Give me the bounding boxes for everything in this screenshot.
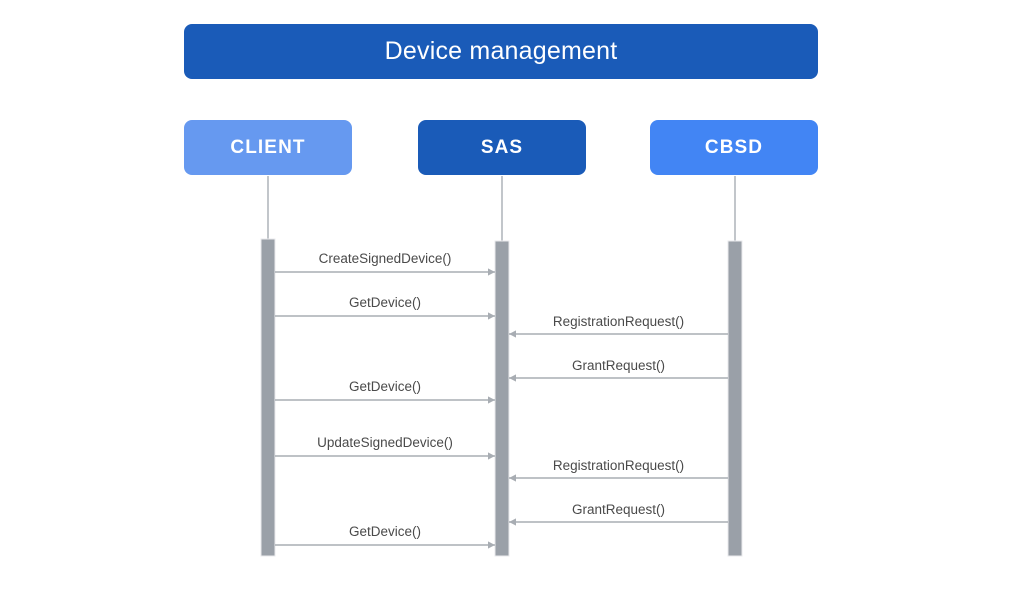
message-arrowhead-5 xyxy=(488,452,495,460)
message-label-8: GetDevice() xyxy=(349,524,421,539)
diagram-title-banner: Device management xyxy=(184,24,818,79)
message-label-3: GrantRequest() xyxy=(572,358,665,373)
message-0: CreateSignedDevice() xyxy=(275,251,495,276)
message-layer: CreateSignedDevice() GetDevice() Registrat… xyxy=(275,251,728,549)
participant-label-client: CLIENT xyxy=(230,136,306,158)
message-label-0: CreateSignedDevice() xyxy=(319,251,452,266)
message-6: RegistrationRequest() xyxy=(509,458,728,482)
message-arrowhead-4 xyxy=(488,396,495,404)
message-8: GetDevice() xyxy=(275,524,495,549)
page-title: Device management xyxy=(384,37,618,65)
message-label-6: RegistrationRequest() xyxy=(553,458,684,473)
message-arrowhead-8 xyxy=(488,541,495,549)
message-arrowhead-3 xyxy=(509,374,516,382)
message-2: RegistrationRequest() xyxy=(509,314,728,338)
activation-bar-client xyxy=(260,238,276,557)
participant-label-sas: SAS xyxy=(480,136,524,158)
message-arrowhead-0 xyxy=(488,268,495,276)
message-7: GrantRequest() xyxy=(509,502,728,526)
message-arrowhead-6 xyxy=(509,474,516,482)
message-label-4: GetDevice() xyxy=(349,379,421,394)
participant-box-sas[interactable]: SAS xyxy=(418,120,586,175)
message-arrowhead-2 xyxy=(509,330,516,338)
message-3: GrantRequest() xyxy=(509,358,728,382)
message-1: GetDevice() xyxy=(275,295,495,320)
message-4: GetDevice() xyxy=(275,379,495,404)
message-label-5: UpdateSignedDevice() xyxy=(317,435,453,450)
message-arrowhead-1 xyxy=(488,312,495,320)
activation-bar-sas xyxy=(494,240,510,557)
message-label-7: GrantRequest() xyxy=(572,502,665,517)
activation-bar-layer xyxy=(260,238,743,557)
participant-label-cbsd: CBSD xyxy=(704,136,764,158)
message-5: UpdateSignedDevice() xyxy=(275,435,495,460)
activation-bar-cbsd xyxy=(727,240,743,557)
message-label-2: RegistrationRequest() xyxy=(553,314,684,329)
message-label-1: GetDevice() xyxy=(349,295,421,310)
message-arrowhead-7 xyxy=(509,518,516,526)
participant-box-client[interactable]: CLIENT xyxy=(184,120,352,175)
participant-box-cbsd[interactable]: CBSD xyxy=(650,120,818,175)
